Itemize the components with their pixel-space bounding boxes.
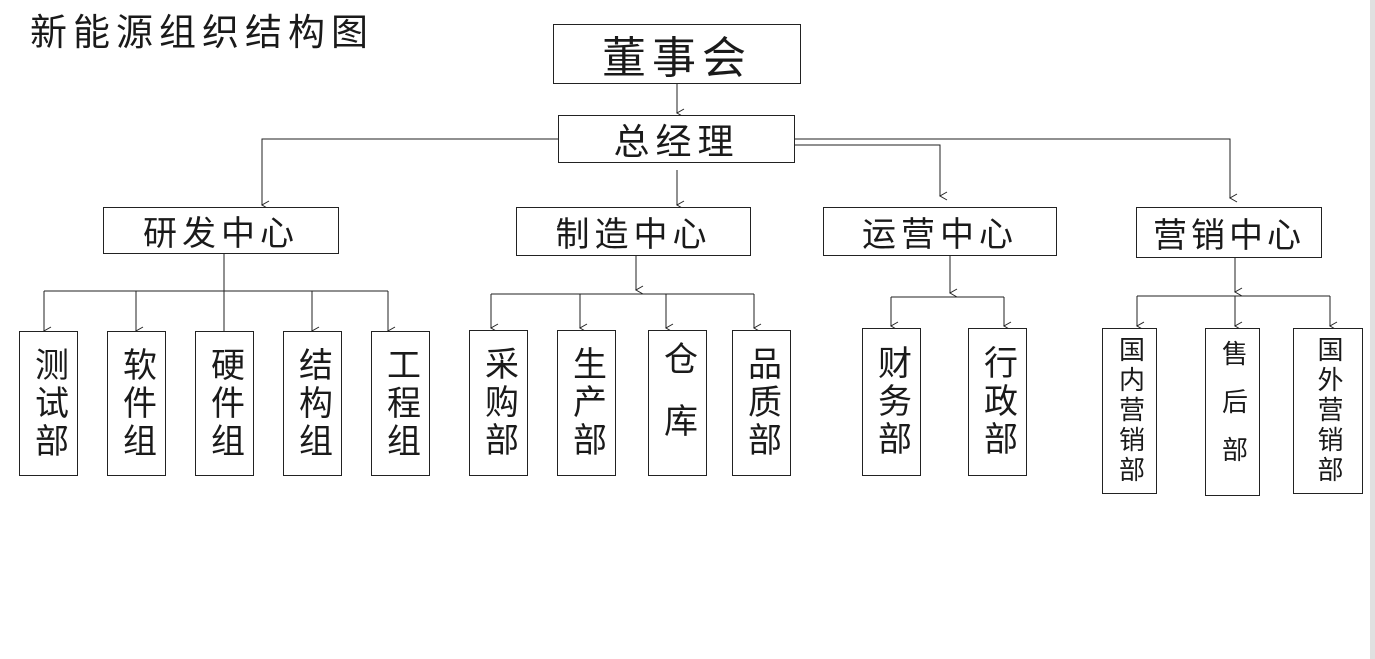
dept-label: 国内营销部	[1114, 336, 1145, 486]
gm-label: 总经理	[613, 122, 740, 163]
center-rnd: 研发中心	[103, 207, 339, 254]
center-label: 运营中心	[862, 215, 1018, 255]
dept-label: 行政部	[977, 345, 1018, 459]
dept-label: 采购部	[478, 346, 519, 460]
dept-purchasing: 采购部	[469, 330, 528, 476]
dept-production: 生产部	[557, 330, 616, 476]
dept-label: 工程组	[380, 346, 421, 461]
dept-label: 测试部	[28, 346, 69, 461]
center-manufacturing: 制造中心	[516, 207, 751, 256]
board-node: 董事会	[553, 24, 801, 84]
center-operations: 运营中心	[823, 207, 1057, 256]
dept-label: 生产部	[566, 346, 607, 460]
dept-domestic-sales: 国内营销部	[1102, 328, 1157, 494]
dept-label: 仓库	[657, 341, 698, 465]
dept-label: 品质部	[741, 346, 782, 460]
gm-node: 总经理	[558, 115, 795, 163]
dept-warehouse: 仓库	[648, 330, 707, 476]
center-label: 研发中心	[143, 214, 299, 254]
dept-label: 财务部	[871, 345, 912, 459]
dept-overseas-sales: 国外营销部	[1293, 328, 1363, 494]
chart-title: 新能源组织结构图	[30, 11, 374, 54]
dept-testing: 测试部	[19, 331, 78, 476]
dept-software: 软件组	[107, 331, 166, 476]
dept-label: 软件组	[116, 346, 157, 461]
dept-structure: 结构组	[283, 331, 342, 476]
dept-admin: 行政部	[968, 328, 1027, 476]
dept-label: 国外营销部	[1313, 336, 1343, 486]
center-marketing: 营销中心	[1136, 207, 1322, 258]
dept-label: 硬件组	[204, 346, 245, 461]
dept-hardware: 硬件组	[195, 331, 254, 476]
dept-quality: 品质部	[732, 330, 791, 476]
board-label: 董事会	[602, 33, 752, 84]
center-label: 营销中心	[1153, 216, 1305, 256]
center-label: 制造中心	[555, 215, 712, 255]
page-edge	[1370, 0, 1375, 659]
dept-engineering: 工程组	[371, 331, 430, 476]
dept-label: 售后部	[1217, 340, 1248, 484]
dept-after-sales: 售后部	[1205, 328, 1260, 496]
dept-finance: 财务部	[862, 328, 921, 476]
dept-label: 结构组	[292, 346, 333, 461]
